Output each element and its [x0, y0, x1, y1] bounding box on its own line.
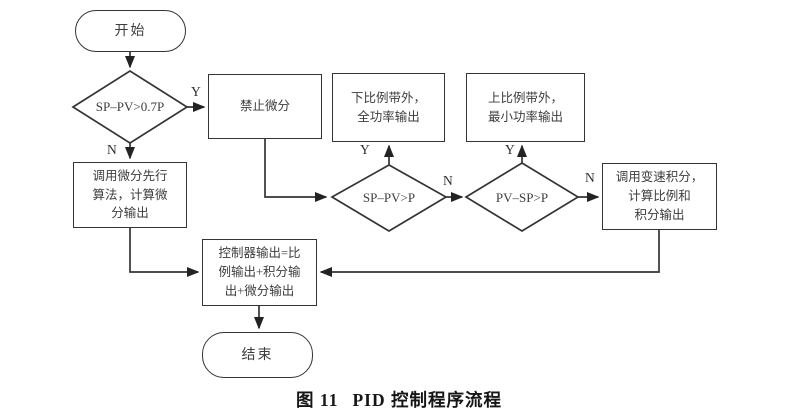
process-label: 积分输出	[634, 207, 685, 222]
start-label: 开始	[114, 23, 147, 39]
process-variable-integral: 调用变速积分， 计算比例和 积分输出	[602, 163, 717, 230]
process-label: 出+微分输出	[224, 283, 295, 298]
edge-integral-to-controller	[319, 230, 660, 277]
branch-label-d3-no: N	[585, 170, 595, 185]
process-label: 最小功率输出	[487, 109, 563, 124]
branch-label-d2-yes: Y	[360, 142, 370, 157]
edge-derivative-to-controller	[129, 228, 200, 277]
start-terminal: 开始	[75, 10, 186, 52]
figure-caption-number: 图 11	[296, 390, 339, 410]
decision2-label: SP–PV>P	[362, 190, 416, 205]
process-label: 算法，计算微	[92, 187, 168, 202]
process-label: 调用微分先行	[92, 168, 168, 183]
figure-caption: 图 11 PID 控制程序流程	[0, 387, 798, 412]
decision2-diamond	[330, 164, 448, 232]
edge-forbid-to-decision2	[264, 139, 328, 202]
process-forbid-derivative: 禁止微分	[208, 74, 322, 139]
branch-label-d1-no: N	[107, 142, 117, 157]
branch-label-d2-no: N	[443, 173, 453, 188]
process-derivative-first: 调用微分先行 算法，计算微 分输出	[73, 162, 187, 228]
process-upper-band: 上比例带外， 最小功率输出	[466, 73, 585, 142]
end-terminal: 结束	[202, 332, 313, 378]
process-label: 全功率输出	[357, 109, 420, 124]
process-label: 分输出	[111, 206, 149, 221]
process-label: 调用变速积分，	[615, 170, 704, 185]
decision1-diamond	[71, 69, 189, 145]
process-label: 计算比例和	[628, 189, 691, 204]
decision1-label: SP–PV>0.7P	[95, 99, 165, 114]
decision3-diamond	[464, 162, 580, 232]
decision3-label: PV–SP>P	[495, 190, 549, 205]
figure-caption-title: PID 控制程序流程	[352, 390, 502, 410]
branch-label-d1-yes: Y	[191, 84, 201, 99]
process-label: 禁止微分	[239, 99, 290, 114]
process-lower-band: 下比例带外， 全功率输出	[332, 73, 445, 142]
process-label: 上比例带外，	[487, 90, 563, 105]
process-label: 例输出+积分输	[218, 265, 301, 280]
process-controller-output: 控制器输出=比 例输出+积分输 出+微分输出	[202, 239, 317, 306]
process-label: 控制器输出=比	[218, 246, 301, 261]
process-label: 下比例带外，	[350, 90, 426, 105]
branch-label-d3-yes: Y	[505, 142, 515, 157]
end-label: 结束	[241, 347, 274, 363]
